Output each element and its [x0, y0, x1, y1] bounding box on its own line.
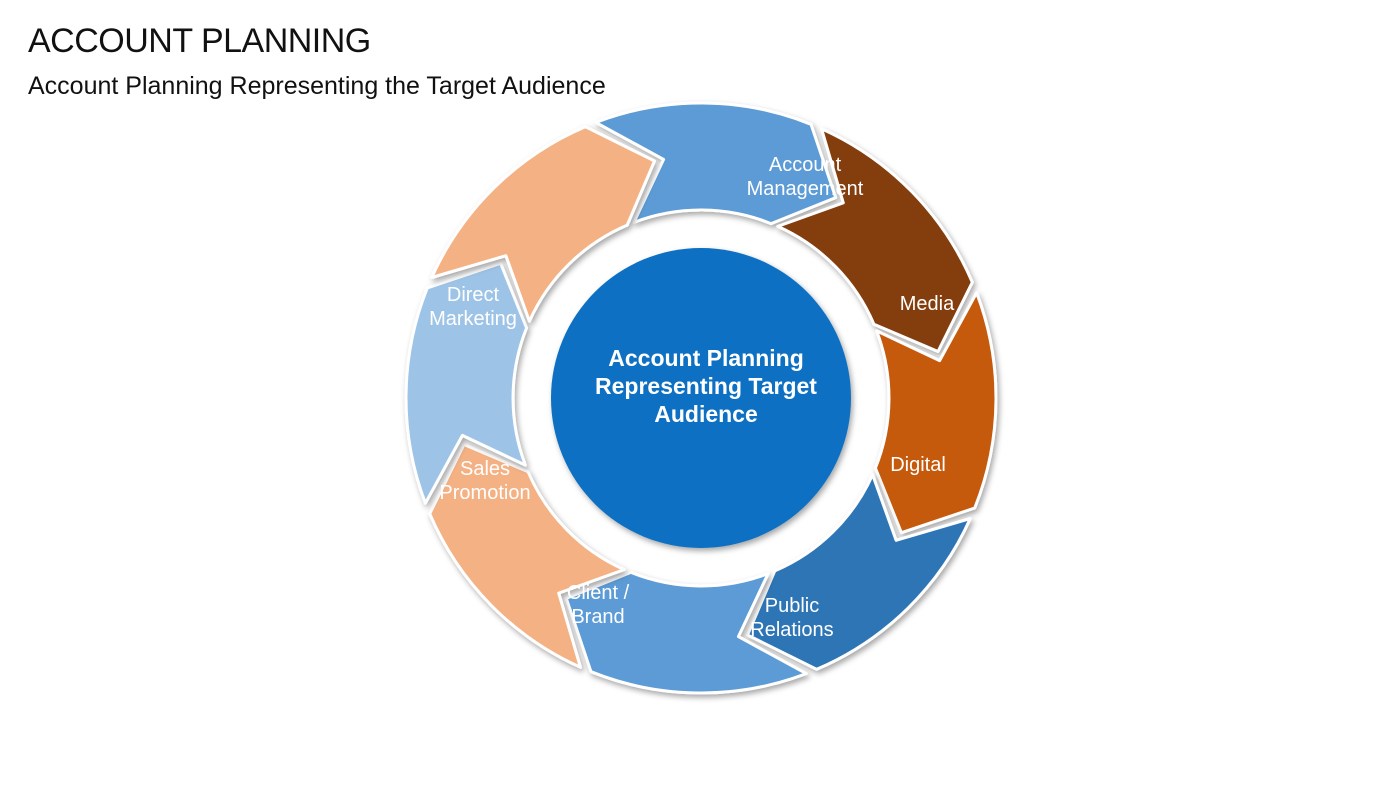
segment-shape-client-brand — [428, 443, 626, 669]
segment-shape-creative — [594, 101, 838, 226]
page-title: ACCOUNT PLANNING — [28, 22, 371, 60]
segment-label-line: Brand — [571, 606, 624, 628]
segment-label-digital: Digital — [890, 454, 946, 476]
segment-label-line: Sales — [460, 458, 510, 480]
segment-label-line: Digital — [890, 454, 946, 476]
center-label-line: Audience — [654, 401, 758, 427]
segment-shape-direct-marketing — [430, 125, 656, 323]
segment-label-line: Media — [900, 293, 955, 315]
segment-shape-sales-promotion — [404, 261, 529, 505]
center-label-line: Representing Target — [595, 373, 817, 399]
center-label-line: Account Planning — [608, 345, 804, 371]
segment-label-line: Account — [769, 154, 842, 176]
center-circle — [551, 248, 851, 548]
segment-label-line: Management — [747, 178, 864, 200]
segment-shape-media — [873, 291, 998, 535]
segment-digital: Digital — [746, 454, 972, 671]
cycle-segments: CreativeAccountManagementMediaDigitalPub… — [404, 101, 998, 695]
segment-label-line: Marketing — [429, 308, 517, 330]
page-subtitle: Account Planning Representing the Target… — [28, 72, 606, 100]
segment-label-client-brand: Client /Brand — [567, 582, 630, 628]
segment-shape-public-relations — [564, 570, 808, 695]
segment-client-brand: Client /Brand — [428, 443, 630, 669]
segment-label-line: Client / — [567, 582, 630, 604]
segment-label-line: Relations — [750, 619, 833, 641]
segment-shape-account-management — [776, 127, 974, 353]
segment-label-line: Direct — [447, 284, 500, 306]
segment-label-media: Media — [900, 293, 955, 315]
segment-shape-digital — [746, 473, 972, 671]
segment-label-line: Promotion — [439, 482, 530, 504]
segment-media: Media — [873, 291, 998, 535]
segment-label-line: Public — [765, 595, 819, 617]
